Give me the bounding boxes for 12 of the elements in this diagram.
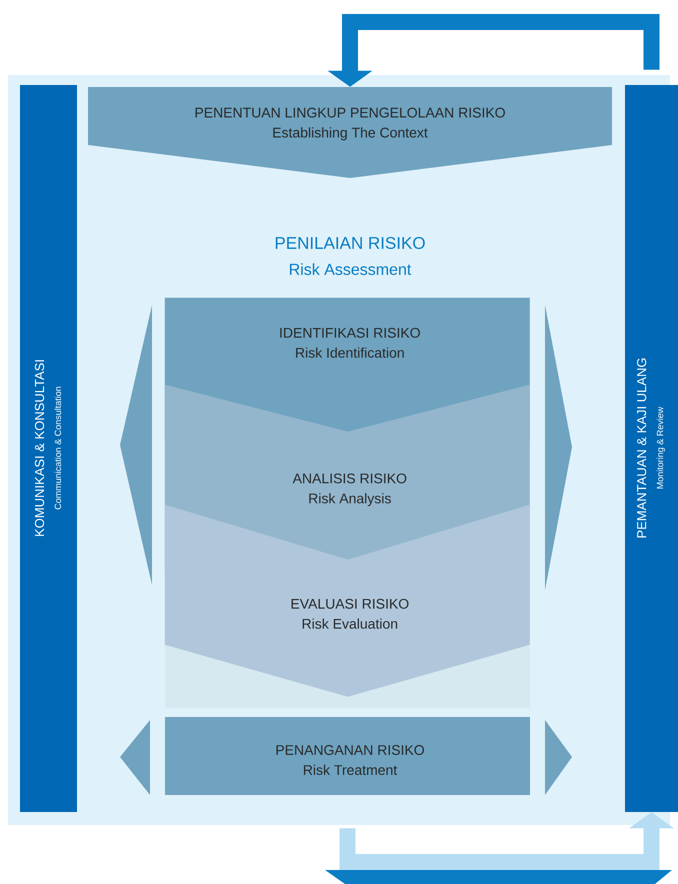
side-bar: PEMANTAUAN & KAJI ULANG Monitoring & Review [625, 85, 678, 812]
process-step: PENENTUAN LINGKUP PENGELOLAAN RISIKO Establishing The Context [88, 87, 612, 178]
node-label: Risk Assessment [290, 263, 412, 276]
triangle-pointer [120, 720, 150, 795]
triangle-pointer [545, 720, 572, 795]
process-step: EVALUASI RISIKO Risk Evaluation [164, 504, 530, 697]
triangle-pointer [545, 305, 572, 590]
process-step: PENANGANAN RISIKO Risk Treatment [165, 717, 530, 795]
side-bar: KOMUNIKASI & KONSULTASI Communication & Consultation [20, 85, 77, 812]
node-label: PENILAIAN RISIKO [276, 236, 425, 250]
process-step: IDENTIFIKASI RISIKO Risk Identification [164, 298, 530, 432]
triangle-pointer [120, 305, 152, 585]
